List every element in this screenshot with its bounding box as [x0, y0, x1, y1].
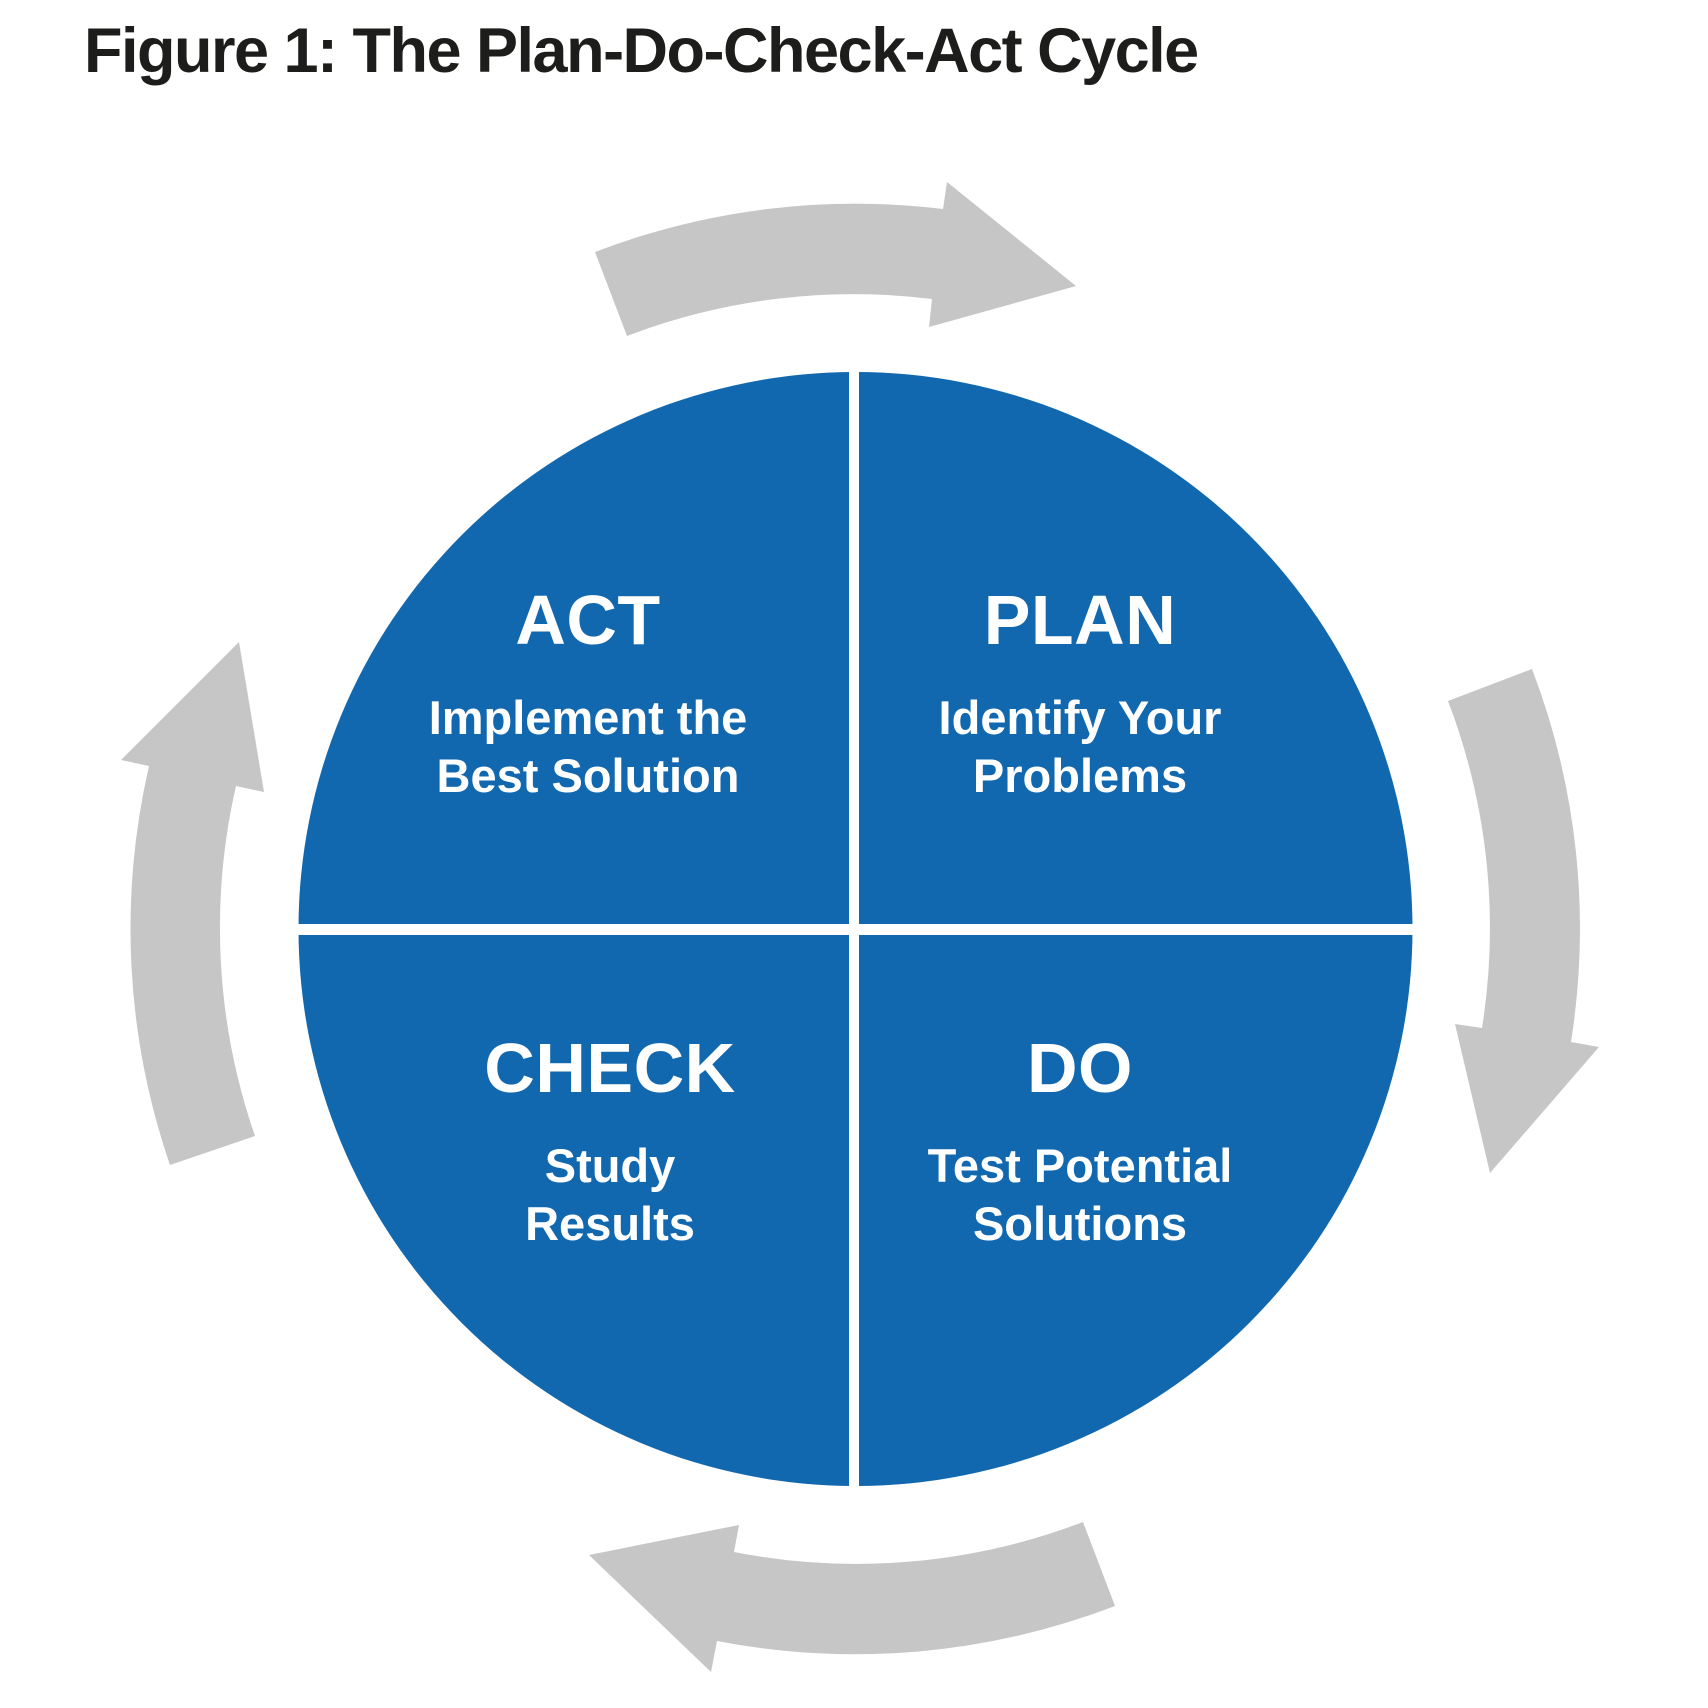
desc-line: Solutions: [972, 1197, 1188, 1250]
figure-title: Figure 1: The Plan-Do-Check-Act Cycle: [84, 16, 1199, 86]
quadrant-plan-description: Identify Your Problems: [830, 689, 1330, 805]
desc-line: Implement the: [428, 691, 748, 744]
quadrant-plan-label: PLAN: [983, 581, 1177, 659]
desc-line: Best Solution: [436, 749, 740, 802]
arrow-left-clockwise-icon: [121, 642, 264, 1165]
quadrant-check-description: Study Results: [360, 1137, 860, 1253]
quadrant-act-label: ACT: [515, 581, 661, 659]
desc-line: Study: [544, 1139, 676, 1192]
quadrant-do-label: DO: [1027, 1029, 1133, 1107]
arrow-right-clockwise-icon: [1448, 669, 1599, 1173]
quadrant-check-label: CHECK: [484, 1029, 736, 1107]
arrow-top-clockwise-icon: [595, 182, 1076, 336]
quadrant-divider-horizontal: [296, 924, 1415, 935]
arrow-bottom-clockwise-icon: [589, 1522, 1115, 1672]
quadrant-act-description: Implement the Best Solution: [338, 689, 838, 805]
quadrant-act: ACT Implement the Best Solution: [338, 584, 838, 805]
desc-line: Identify Your: [938, 691, 1222, 744]
desc-line: Test Potential: [927, 1139, 1233, 1192]
quadrant-do: DO Test Potential Solutions: [830, 1032, 1330, 1253]
desc-line: Problems: [972, 749, 1188, 802]
quadrant-check: CHECK Study Results: [360, 1032, 860, 1253]
desc-line: Results: [525, 1197, 695, 1250]
quadrant-do-description: Test Potential Solutions: [830, 1137, 1330, 1253]
quadrant-plan: PLAN Identify Your Problems: [830, 584, 1330, 805]
